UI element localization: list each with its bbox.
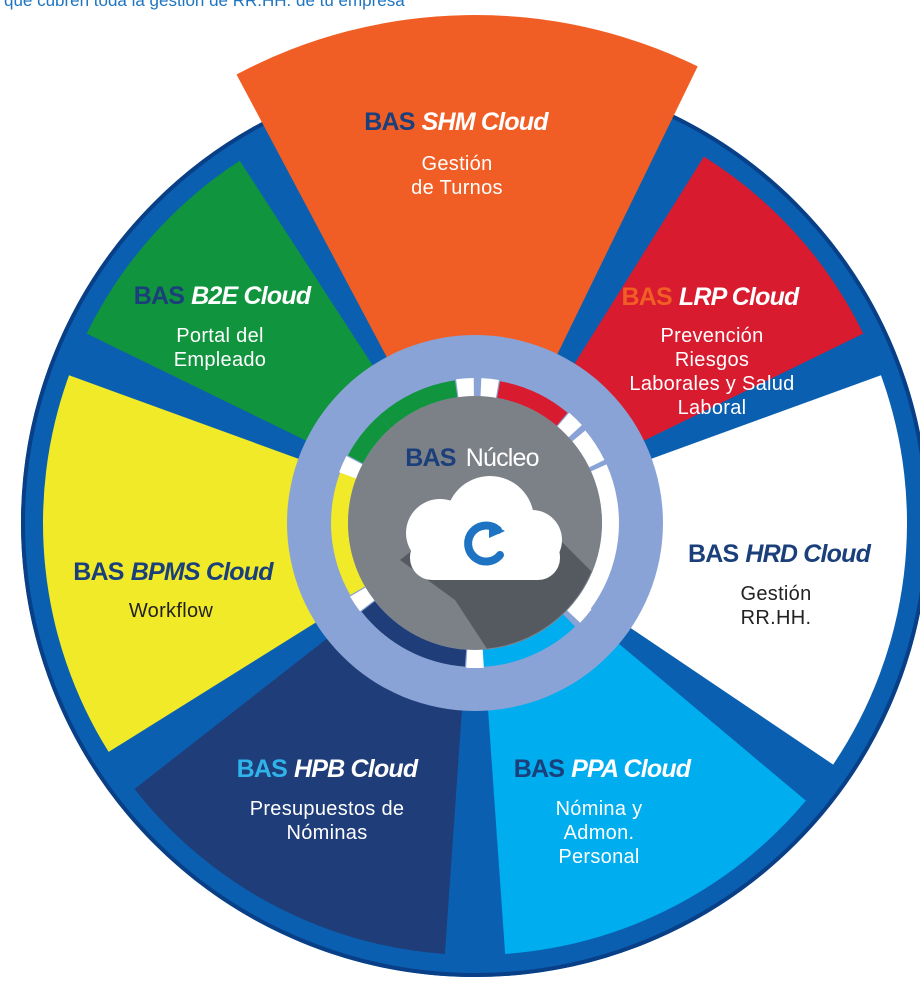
segment-hpb[interactable]	[134, 615, 465, 954]
module-product: SHM Cloud	[422, 108, 550, 136]
module-desc-line: Presupuestos de	[250, 798, 405, 820]
hub-color-arcs	[331, 378, 619, 669]
core-brand: BAS	[405, 444, 456, 472]
hub-arc-hpb	[361, 601, 467, 667]
segment-hrd[interactable]	[599, 375, 907, 765]
hub-arc-b2e	[378, 380, 458, 429]
module-segments	[42, 156, 907, 954]
module-desc-line: Empleado	[174, 349, 266, 371]
module-desc-line: Workflow	[129, 600, 214, 622]
module-desc-line: RR.HH.	[741, 607, 812, 629]
module-product: BPMS Cloud	[131, 558, 275, 586]
core-name: Núcleo	[466, 444, 539, 472]
module-product: PPA Cloud	[571, 755, 692, 783]
module-desc-line: Laboral	[678, 397, 747, 419]
hub-separator	[456, 378, 474, 399]
hub-arc-b2e	[347, 415, 391, 464]
cloud-sync-icon	[406, 476, 562, 580]
module-desc-line: de Turnos	[411, 177, 503, 199]
hub-separator	[466, 648, 484, 669]
module-brand: BAS	[688, 540, 739, 568]
module-brand: BAS	[237, 755, 288, 783]
core-label: BAS Núcleo	[405, 444, 539, 472]
module-brand: BAS	[364, 108, 415, 136]
module-brand: BAS	[514, 755, 565, 783]
hub-separator	[566, 597, 592, 623]
segment-shm[interactable]	[236, 14, 698, 391]
hub-separator	[480, 378, 499, 399]
module-product: LRP Cloud	[679, 283, 800, 311]
module-desc-line: Laborales y Salud	[629, 373, 794, 395]
module-brand: BAS	[621, 283, 672, 311]
hub-arc-ppa	[479, 614, 576, 667]
module-desc-line: Nóminas	[286, 822, 367, 844]
hub-arc-bpms	[331, 469, 366, 595]
module-brand: BAS	[73, 558, 124, 586]
module-brand: BAS	[134, 282, 185, 310]
segment-ppa[interactable]	[485, 619, 806, 954]
module-desc-line: Nómina y	[556, 798, 643, 820]
segment-lrp[interactable]	[554, 156, 864, 458]
module-desc-line: Gestión	[421, 153, 492, 175]
hub-arc-lrp	[497, 381, 568, 426]
segment-bpms[interactable]	[42, 375, 348, 752]
module-product: HRD Cloud	[745, 540, 871, 568]
segment-b2e[interactable]	[86, 160, 394, 458]
module-desc-line: Personal	[558, 846, 639, 868]
module-product: HPB Cloud	[294, 755, 419, 783]
top-caption: que cubren toda la gestión de RR.HH. de …	[4, 0, 405, 10]
hub-separator	[339, 456, 364, 479]
module-desc-line: Prevención	[660, 325, 763, 347]
hub-arc-hrd	[572, 430, 605, 468]
module-desc-line: Admon.	[564, 822, 635, 844]
module-desc-line: Portal del	[176, 325, 264, 347]
hub-arc-hrd	[575, 464, 619, 612]
module-desc-line: Gestión	[740, 583, 811, 605]
hub-separator	[350, 586, 376, 612]
module-desc-line: Riesgos	[675, 349, 749, 371]
shm-wedge-group	[236, 14, 698, 391]
module-product: B2E Cloud	[191, 282, 312, 310]
